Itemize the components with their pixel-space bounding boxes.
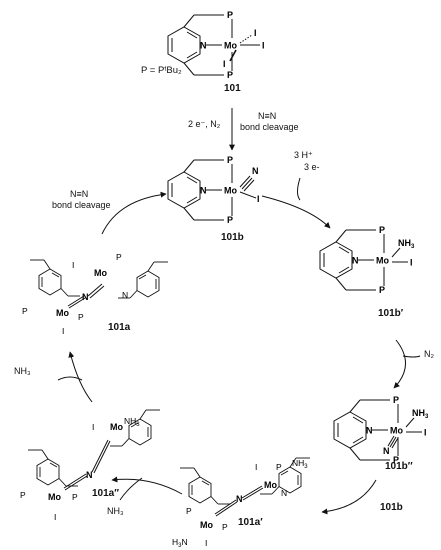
step7-note-line2: bond cleavage — [52, 200, 111, 210]
svg-text:I: I — [255, 462, 257, 472]
svg-text:I: I — [424, 428, 427, 438]
compound-label-101b: 101b — [221, 232, 244, 243]
svg-text:Mo: Mo — [200, 520, 213, 530]
svg-text:I: I — [410, 258, 413, 268]
step1-note-line1: N≡N — [258, 111, 277, 121]
compound-101a-dprime-structure: Mo Mo N P P NH3 I I — [20, 409, 161, 522]
svg-text:Mo: Mo — [94, 268, 107, 278]
reagent-101b-label: 101b — [380, 502, 403, 513]
svg-text:I: I — [92, 422, 94, 432]
arrow-step7 — [101, 191, 167, 235]
phosphine-definition: P = PᵗBu₂ — [141, 65, 182, 76]
svg-text:P: P — [276, 462, 282, 472]
svg-text:Mo: Mo — [56, 308, 69, 318]
svg-text:NH3: NH3 — [292, 458, 308, 470]
svg-text:N: N — [86, 470, 93, 480]
compound-label-101a: 101a — [108, 322, 131, 333]
arrow-step2 — [261, 195, 331, 229]
step7-note-line1: N≡N — [70, 189, 89, 199]
svg-text:Mo: Mo — [264, 480, 277, 490]
arrow-step5 — [111, 476, 183, 495]
svg-text:I: I — [257, 194, 260, 204]
step2-line1: 3 H⁺ — [294, 150, 313, 160]
svg-text:N: N — [383, 446, 390, 456]
compound-label-101a-dprime: 101a′′ — [92, 488, 120, 499]
svg-text:N: N — [281, 488, 287, 498]
step6-product: NH₃ — [14, 366, 31, 376]
svg-text:NH3: NH3 — [124, 416, 140, 428]
svg-text:P: P — [186, 506, 192, 516]
compound-label-101b-dprime: 101b′′ — [385, 461, 413, 472]
svg-text:I: I — [254, 28, 257, 38]
compound-101b-prime-structure: NH3 I — [319, 224, 415, 296]
svg-text:P: P — [222, 522, 228, 532]
svg-text:N: N — [82, 292, 89, 302]
svg-text:I: I — [54, 512, 56, 522]
svg-text:I: I — [262, 41, 265, 51]
svg-text:I: I — [223, 59, 226, 69]
svg-text:NH3: NH3 — [398, 238, 415, 250]
compound-101b-structure: N I — [167, 154, 260, 226]
svg-text:P: P — [78, 312, 84, 322]
compound-101a-prime-structure: Mo Mo N P P P N NH3 I H3N I — [172, 457, 311, 549]
compound-101-structure: I I I — [167, 9, 265, 81]
svg-text:P: P — [20, 490, 26, 500]
svg-text:I: I — [62, 326, 64, 336]
step1-note-line2: bond cleavage — [240, 122, 299, 132]
compound-label-101a-prime: 101a′ — [238, 517, 263, 528]
compound-101b-dprime-structure: NH3 I N — [333, 394, 429, 466]
svg-text:I: I — [72, 260, 74, 270]
svg-text:Mo: Mo — [48, 492, 61, 502]
step3-reagent: N₂ — [424, 349, 434, 359]
compound-label-101b-prime: 101b′ — [378, 308, 404, 319]
step2-line2: 3 e- — [304, 162, 320, 172]
svg-text:Mo: Mo — [110, 422, 123, 432]
step5-product: NH₃ — [107, 506, 124, 516]
svg-text:H3N: H3N — [172, 537, 188, 549]
arrow-step3 — [393, 339, 406, 389]
svg-text:N: N — [236, 494, 243, 504]
svg-text:N: N — [252, 166, 259, 176]
svg-text:N: N — [122, 290, 128, 300]
svg-text:P: P — [22, 306, 28, 316]
svg-text:NH3: NH3 — [412, 408, 429, 420]
svg-text:P: P — [116, 252, 122, 262]
compound-101a-structure: Mo Mo N P P P N I I — [22, 252, 169, 336]
svg-text:P: P — [72, 492, 78, 502]
compound-label-101: 101 — [224, 83, 241, 94]
arrow-step4 — [321, 479, 377, 515]
arrow-step6 — [68, 351, 93, 403]
step1-reagent: 2 e⁻, N₂ — [188, 119, 221, 129]
svg-text:I: I — [205, 538, 207, 548]
